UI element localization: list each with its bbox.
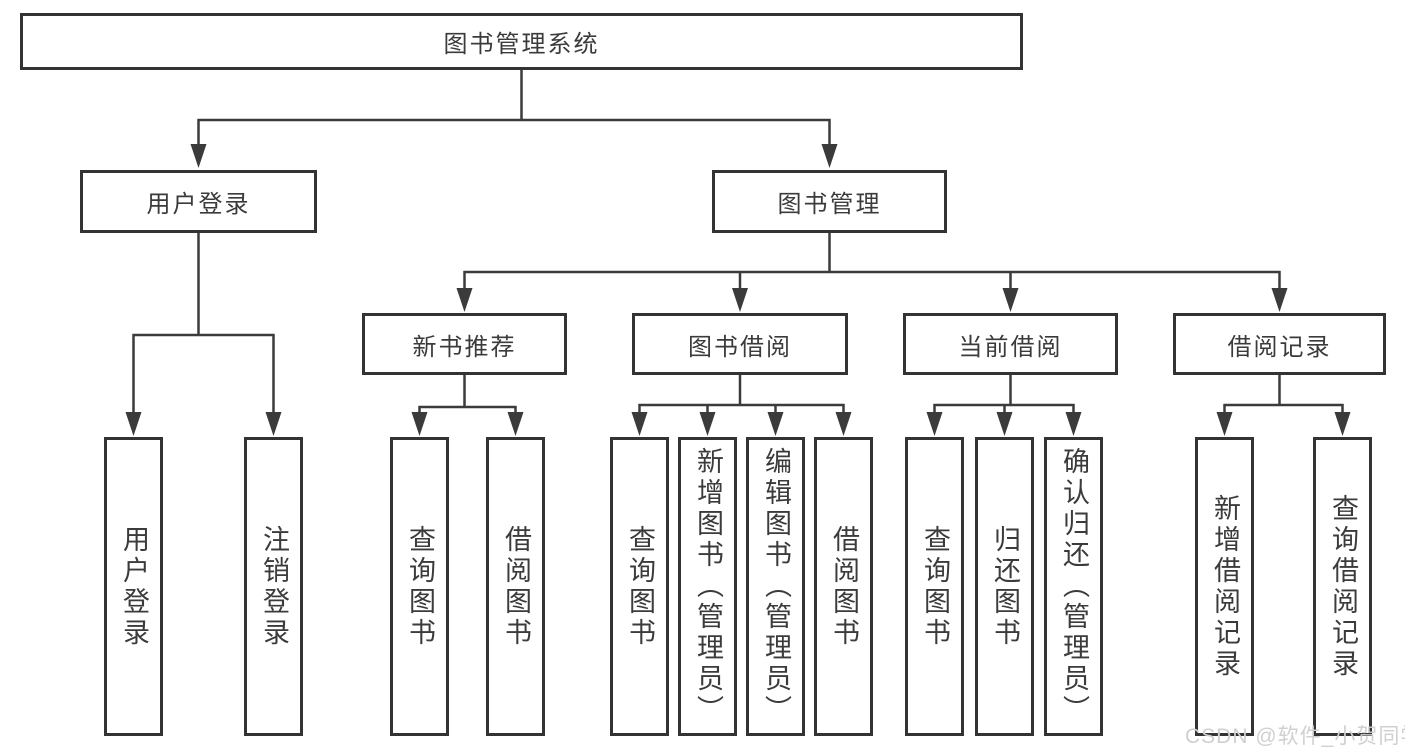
node-book-borrowing-label: 图书借阅 [688,333,792,361]
leaf-user-login-label: 用户登录 [119,524,149,649]
leaf-logout-label: 注销登录 [259,524,289,649]
node-borrow-records: 借阅记录 [1173,313,1386,375]
leaf-add-borrow-record-label: 新增借阅记录 [1210,493,1240,680]
node-current-borrowing: 当前借阅 [903,313,1118,375]
leaf-edit-books-admin-label: 编辑图书（管理员） [761,447,791,726]
connector-book-borrow-to-leaves [638,375,845,421]
leaf-add-books-admin: 新增图书（管理员） [678,437,737,736]
node-root-label: 图书管理系统 [443,31,600,58]
node-current-borrowing-label: 当前借阅 [958,333,1063,361]
leaf-query-books-borrow: 查询图书 [610,437,669,736]
leaf-add-books-admin-label: 新增图书（管理员） [693,447,723,726]
leaf-query-borrow-record-label: 查询借阅记录 [1328,493,1358,680]
connector-root-to-level1 [197,69,831,150]
leaf-return-books: 归还图书 [975,437,1034,736]
leaf-query-borrow-record: 查询借阅记录 [1313,437,1372,736]
leaf-confirm-return-admin-label: 确认归还（管理员） [1059,447,1089,726]
leaf-borrow-books-label: 借阅图书 [829,524,859,649]
leaf-borrow-books-recommend-label: 借阅图书 [501,524,531,649]
leaf-user-login: 用户登录 [104,437,163,736]
node-book-management-label: 图书管理 [777,191,882,218]
arrowheads [125,144,1351,436]
node-book-management: 图书管理 [712,170,947,233]
connector-records-to-leaves [1223,375,1344,421]
leaf-query-books-recommend-label: 查询图书 [405,524,435,649]
node-user-login: 用户登录 [80,170,317,233]
leaf-query-books-current: 查询图书 [905,437,964,736]
node-new-book-recommend-label: 新书推荐 [412,333,517,361]
connector-book-mgmt-to-level2 [463,233,1281,296]
leaf-return-books-label: 归还图书 [990,524,1020,649]
leaf-add-borrow-record: 新增借阅记录 [1195,437,1254,736]
node-book-borrowing: 图书借阅 [632,313,848,375]
connector-new-book-to-leaves [418,375,517,421]
leaf-logout: 注销登录 [244,437,303,736]
node-user-login-label: 用户登录 [146,191,251,218]
connector-user-login-to-leaves [132,233,275,420]
leaf-confirm-return-admin: 确认归还（管理员） [1044,437,1103,736]
node-new-book-recommend: 新书推荐 [362,313,567,375]
leaf-borrow-books: 借阅图书 [814,437,873,736]
leaf-query-books-borrow-label: 查询图书 [625,524,655,649]
leaf-borrow-books-recommend: 借阅图书 [486,437,545,736]
leaf-edit-books-admin: 编辑图书（管理员） [746,437,805,736]
leaf-query-books-current-label: 查询图书 [920,524,950,649]
csdn-watermark: CSDN @软件_小贺同学 [1185,725,1405,747]
node-root: 图书管理系统 [20,13,1023,70]
leaf-query-books-recommend: 查询图书 [390,437,449,736]
node-borrow-records-label: 借阅记录 [1227,333,1332,361]
